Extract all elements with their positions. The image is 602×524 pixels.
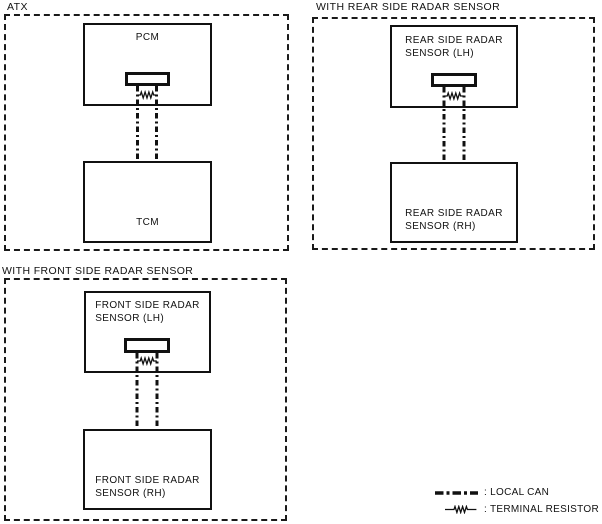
unit-box-tcm: TCM — [83, 161, 212, 243]
unit-label-rear-radar-rh: REAR SIDE RADAR SENSOR (RH) — [392, 208, 516, 233]
terminal-resistor-icon — [434, 505, 478, 514]
section-label-atx: ATX — [7, 1, 28, 13]
unit-label-rear-radar-lh: REAR SIDE RADAR SENSOR (LH) — [392, 35, 516, 60]
unit-label-line: REAR SIDE RADAR — [405, 35, 503, 46]
section-label-front: WITH FRONT SIDE RADAR SENSOR — [2, 265, 194, 277]
terminal-resistor-icon — [137, 89, 157, 101]
section-border-rear — [312, 17, 595, 250]
unit-label-line: REAR SIDE RADAR — [405, 208, 503, 219]
legend-row-local-can: : LOCAL CAN — [434, 486, 599, 499]
unit-label-line: SENSOR (LH) — [95, 312, 165, 324]
unit-label-line: SENSOR (RH) — [95, 487, 166, 499]
unit-label-front-radar-rh: FRONT SIDE RADAR SENSOR (RH) — [85, 475, 210, 500]
unit-box-front-radar-rh: FRONT SIDE RADAR SENSOR (RH) — [83, 429, 212, 510]
unit-label-pcm: PCM — [135, 32, 160, 43]
section-label-rear: WITH REAR SIDE RADAR SENSOR — [316, 1, 501, 13]
section-border-front — [4, 278, 287, 521]
unit-label-line: FRONT SIDE RADAR — [95, 300, 200, 311]
legend-label-local-can: : LOCAL CAN — [484, 487, 550, 498]
unit-label-line: FRONT SIDE RADAR — [95, 475, 200, 486]
unit-label-front-radar-lh: FRONT SIDE RADAR SENSOR (LH) — [86, 300, 209, 325]
unit-label-tcm: TCM — [136, 217, 159, 228]
unit-box-pcm: PCM — [83, 23, 212, 106]
front-radar-lh-connector-block — [124, 338, 170, 353]
unit-label-line: SENSOR (LH) — [405, 47, 475, 59]
legend-row-terminal-resistor: : TERMINAL RESISTOR — [434, 503, 599, 516]
pcm-connector-block — [125, 72, 170, 86]
unit-box-front-radar-lh: FRONT SIDE RADAR SENSOR (LH) — [84, 291, 211, 373]
legend: : LOCAL CAN : TERMINAL RESISTOR — [434, 486, 599, 520]
legend-label-terminal-resistor: : TERMINAL RESISTOR — [484, 504, 599, 515]
local-can-line-icon — [434, 489, 478, 497]
terminal-resistor-icon — [137, 355, 157, 367]
unit-box-rear-radar-lh: REAR SIDE RADAR SENSOR (LH) — [390, 25, 518, 108]
section-border-atx — [4, 14, 289, 251]
terminal-resistor-icon — [444, 90, 464, 102]
unit-label-line: SENSOR (RH) — [405, 220, 476, 232]
rear-radar-lh-connector-block — [431, 73, 477, 87]
unit-box-rear-radar-rh: REAR SIDE RADAR SENSOR (RH) — [390, 162, 518, 243]
